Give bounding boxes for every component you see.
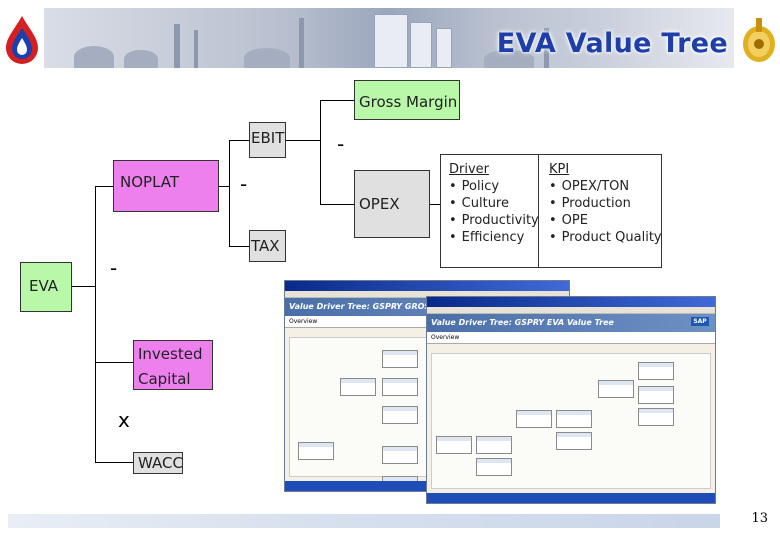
node-label: EVA: [29, 277, 59, 295]
driver-heading: Driver: [449, 162, 490, 177]
kpi-column: KPI OPEX/TON Production OPE Product Qual…: [549, 161, 662, 246]
operator-minus: -: [337, 132, 345, 156]
connector-line: [229, 140, 230, 246]
kpi-item: OPEX/TON: [549, 178, 662, 195]
kpi-item: Production: [549, 195, 662, 212]
connector-line: [95, 462, 133, 463]
connector-line: [72, 286, 95, 287]
node-label: OPEX: [359, 195, 400, 213]
node-label: TAX: [251, 237, 280, 255]
driver-item: Culture: [449, 195, 539, 212]
kpi-heading: KPI: [549, 162, 570, 177]
connector-line: [320, 100, 321, 204]
connector-line: [320, 100, 354, 101]
node-opex: OPEX: [354, 170, 430, 238]
connector-line: [95, 362, 133, 363]
connector-line: [95, 186, 113, 187]
driver-item: Efficiency: [449, 229, 539, 246]
kpi-item: Product Quality: [549, 229, 662, 246]
node-wacc: WACC: [133, 452, 183, 474]
operator-minus: -: [240, 172, 248, 196]
sap-screenshot-eva-tree: Value Driver Tree: GSPRY EVA Value Tree …: [426, 296, 716, 504]
connector-line: [430, 204, 440, 205]
taskbar: [427, 493, 715, 503]
node-noplat: NOPLAT: [113, 160, 219, 212]
node-invested-capital: Invested Capital: [133, 340, 213, 390]
node-gross-margin: Gross Margin: [354, 80, 460, 120]
screen-title: Value Driver Tree: GSPRY EVA Value Tree: [427, 314, 715, 332]
node-eva: EVA: [20, 262, 72, 312]
connector-line: [229, 246, 249, 247]
tree-canvas: [431, 353, 711, 489]
window-titlebar: [427, 297, 715, 307]
connector-line: [320, 204, 354, 205]
connector-line: [95, 186, 96, 462]
screen-overview-label: Overview: [427, 332, 715, 344]
connector-line: [286, 140, 320, 141]
node-label: EBIT: [251, 129, 285, 147]
operator-minus: -: [110, 256, 118, 280]
node-label: Invested: [138, 345, 203, 363]
driver-kpi-table: Driver Policy Culture Productivity Effic…: [440, 154, 662, 268]
driver-column: Driver Policy Culture Productivity Effic…: [449, 161, 539, 246]
window-menubar: [427, 307, 715, 314]
company-logo: [2, 14, 42, 66]
node-label: Capital: [138, 370, 191, 388]
node-tax: TAX: [249, 230, 286, 262]
sap-logo: SAP: [691, 317, 709, 326]
page-title: EVA Value Tree: [496, 28, 728, 59]
operator-times: x: [118, 408, 130, 432]
window-titlebar: [285, 281, 569, 291]
driver-item: Productivity: [449, 212, 539, 229]
header-banner: EVA Value Tree: [0, 0, 780, 72]
node-label: NOPLAT: [120, 173, 180, 191]
page-number: 13: [751, 511, 768, 526]
node-ebit: EBIT: [249, 122, 286, 158]
node-label: WACC: [138, 454, 183, 472]
column-divider: [538, 155, 539, 267]
emblem-logo: [740, 14, 778, 66]
node-label: Gross Margin: [359, 93, 458, 111]
driver-item: Policy: [449, 178, 539, 195]
banner-photo: [44, 8, 734, 68]
kpi-item: OPE: [549, 212, 662, 229]
footer-bar: [8, 514, 720, 528]
connector-line: [219, 186, 229, 187]
connector-line: [229, 140, 249, 141]
